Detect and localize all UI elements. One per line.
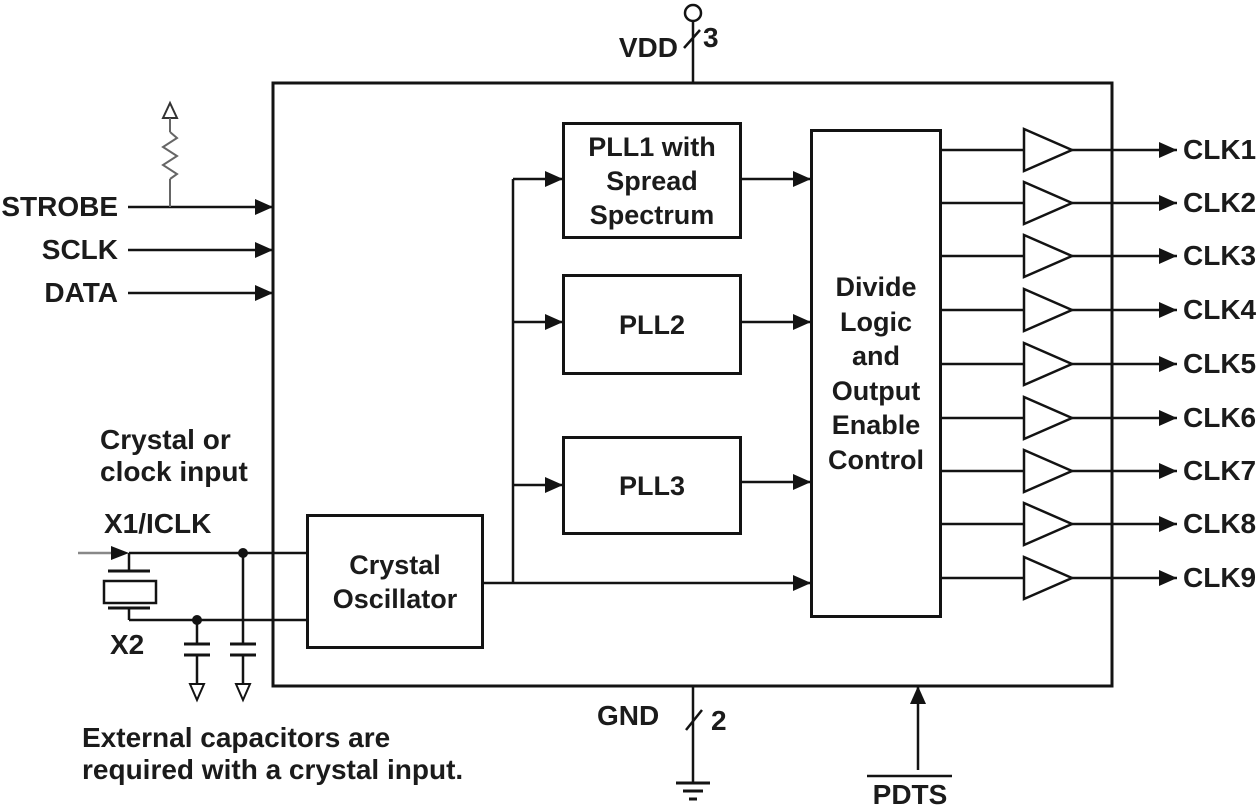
pullup-resistor-icon [161,100,179,207]
bus-slash-icon [683,29,701,49]
buffer-icon [1022,233,1076,279]
crystal-icon [102,553,158,620]
x1-pin-label: X1/ICLK [104,508,212,539]
pll3-block: PLL3 [562,436,742,535]
pdts-net [867,686,952,778]
clk2-output-label: CLK2 [1183,187,1256,218]
pll2-label: PLL2 [618,309,685,340]
buffer-icon [1022,501,1076,547]
clk7-output-label: CLK7 [1183,455,1256,486]
ground-arrow-icon [188,683,206,703]
crystal-network [78,546,307,703]
capacitor-icon [230,553,256,703]
pll2-block: PLL2 [562,274,742,375]
pll1-block: PLL1 with Spread Spectrum [562,122,742,239]
buffer-icon [1022,180,1076,226]
crystal-input-note: Crystal or clock input [100,424,248,487]
buffer-icon [1022,341,1076,387]
x1-arrowhead-icon [111,546,129,560]
vdd-bus-width: 3 [703,22,719,53]
ground-arrow-icon [234,683,252,703]
output-buffer-icons [1022,127,1076,601]
gnd-bus-width: 2 [711,705,727,736]
clk5-output-label: CLK5 [1183,348,1256,379]
buffer-icon [1022,127,1076,173]
x2-pin-label: X2 [110,629,145,660]
reference-clock-wires [483,171,811,591]
clk4-output-label: CLK4 [1183,294,1256,325]
clock-output-stage [940,127,1177,601]
pll3-label: PLL3 [618,470,685,501]
buffer-icon [1022,555,1076,601]
serial-input-wires [128,199,273,301]
crystal-oscillator-label: Crystal Oscillator [332,549,458,614]
clk3-output-label: CLK3 [1183,240,1256,271]
vdd-label: VDD [618,32,678,63]
clk-output-arrows [1072,142,1177,586]
pll-output-wires [740,171,811,490]
gnd-net [676,686,710,801]
bus-slash-icon [685,709,703,731]
divide-logic-label: Divide Logic and Output Enable Control [828,272,924,475]
clk1-output-label: CLK1 [1183,134,1256,165]
buffer-input-wires [940,148,1024,580]
pdts-pin-label: PDTS [872,779,948,810]
gnd-label: GND [597,700,660,731]
sclk-pin-label: SCLK [41,234,118,265]
vdd-terminal-icon [683,3,703,23]
clk9-output-label: CLK9 [1183,562,1256,593]
buffer-icon [1022,448,1076,494]
clk8-output-label: CLK8 [1183,508,1256,539]
pll1-label: PLL1 with Spread Spectrum [588,131,716,230]
buffer-icon [1022,395,1076,441]
strobe-pin-label: STROBE [1,191,118,222]
buffer-icon [1022,287,1076,333]
data-pin-label: DATA [44,277,118,308]
divide-logic-block: Divide Logic and Output Enable Control [810,129,942,618]
crystal-oscillator-block: Crystal Oscillator [306,514,484,649]
ground-symbol-icon [676,781,710,801]
external-capacitors-caption: External capacitors are required with a … [82,722,464,785]
vdd-net [683,3,703,83]
capacitor-icon [184,620,210,703]
clk6-output-label: CLK6 [1183,402,1256,433]
